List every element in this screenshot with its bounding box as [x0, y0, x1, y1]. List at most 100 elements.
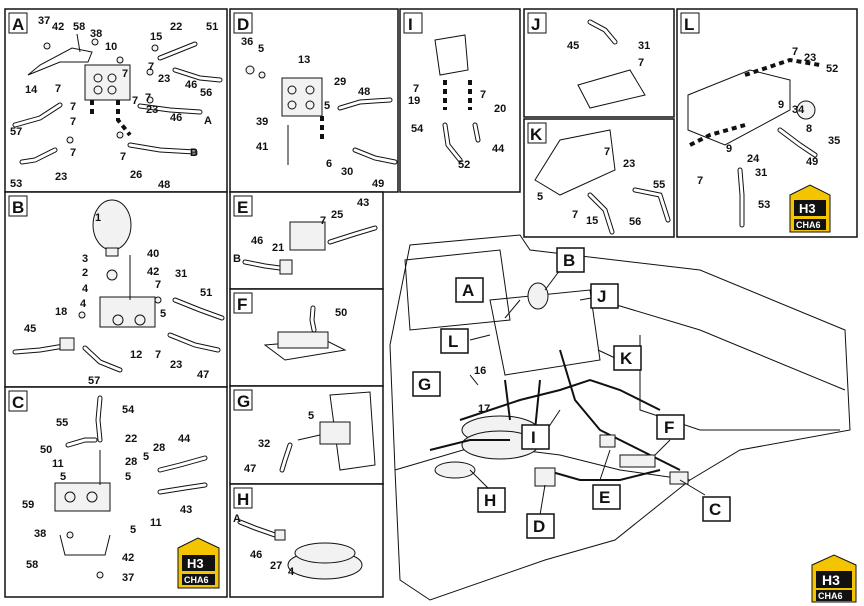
callout: 7 — [413, 83, 419, 95]
callout: 58 — [26, 559, 38, 571]
panel-a-letter: A — [12, 15, 24, 34]
overview-label: H — [484, 491, 496, 510]
callout: 5 — [308, 410, 314, 422]
panel-k-letter: K — [530, 125, 543, 144]
callout: 13 — [298, 54, 310, 66]
callout: 9 — [726, 143, 732, 155]
callout: 45 — [24, 323, 36, 335]
callout: A — [233, 513, 241, 525]
callout: 47 — [197, 369, 209, 381]
callout: 11 — [52, 458, 64, 470]
callout: 3 — [82, 253, 88, 265]
callout: 42 — [52, 21, 64, 33]
callout: 40 — [147, 248, 159, 260]
svg-text:H3: H3 — [799, 201, 816, 216]
callout: 7 — [697, 175, 703, 187]
callout: 31 — [755, 167, 767, 179]
callout: 38 — [90, 28, 102, 40]
callout: 7 — [120, 151, 126, 163]
callout: 23 — [55, 171, 67, 183]
callout: 14 — [25, 84, 38, 96]
callout: 5 — [258, 43, 264, 55]
panel-k: K 7 23 55 5 7 15 56 — [527, 122, 671, 235]
callout: 8 — [806, 123, 812, 135]
panel-g: G 5 32 47 — [233, 389, 376, 475]
panel-b: B 1 40 3 42 2 4 31 51 45 18 4 7 5 12 7 2… — [8, 195, 225, 387]
callout: 7 — [132, 95, 138, 107]
callout: 31 — [638, 40, 650, 52]
callout: 54 — [411, 123, 424, 135]
callout: 32 — [258, 438, 270, 450]
callout: 55 — [653, 179, 665, 191]
callout: 7 — [604, 146, 610, 158]
callout: 54 — [122, 404, 135, 416]
callout: 42 — [122, 552, 134, 564]
callout: 49 — [372, 178, 384, 190]
callout: 51 — [200, 287, 212, 299]
callout: 26 — [130, 169, 142, 181]
overview-label: D — [533, 517, 545, 536]
panel-h: H A 46 27 4 — [233, 487, 363, 580]
overview-label: L — [448, 332, 458, 351]
panel-a: A 37 42 58 38 10 15 22 51 14 7 7 7 7 23 … — [8, 12, 223, 191]
overview-label: 17 — [478, 403, 490, 415]
callout: 7 — [638, 57, 644, 69]
callout: 4 — [82, 283, 89, 295]
callout: 23 — [170, 359, 182, 371]
callout: 28 — [153, 442, 165, 454]
callout: 47 — [244, 463, 256, 475]
panel-i: I 7 7 19 20 54 44 52 — [403, 12, 506, 171]
panel-i-letter: I — [408, 15, 413, 34]
callout: 25 — [331, 209, 343, 221]
callout: 37 — [122, 572, 134, 584]
panel-c: C 54 55 50 22 11 28 28 44 5 5 5 59 43 5 … — [8, 390, 208, 584]
panel-g-letter: G — [237, 392, 250, 411]
callout: 22 — [125, 433, 137, 445]
callout: 59 — [22, 499, 34, 511]
svg-text:CHA6: CHA6 — [796, 220, 821, 230]
callout: 5 — [125, 471, 131, 483]
callout: 20 — [494, 103, 506, 115]
callout: 44 — [492, 143, 505, 155]
panel-b-letter: B — [12, 198, 24, 217]
callout: 43 — [180, 504, 192, 516]
callout: 5 — [143, 451, 149, 463]
callout: 9 — [778, 99, 784, 111]
callout: 34 — [792, 104, 805, 116]
callout: 37 — [38, 15, 50, 27]
callout: 7 — [148, 61, 154, 73]
callout: 35 — [828, 135, 840, 147]
overview-label: 16 — [474, 365, 486, 377]
svg-text:H3: H3 — [187, 556, 204, 571]
panel-e: E 43 25 7 46 21 B — [233, 195, 378, 275]
callout: 21 — [272, 242, 284, 254]
callout: 5 — [537, 191, 543, 203]
callout: 31 — [175, 268, 187, 280]
callout: 4 — [288, 566, 295, 578]
callout: 24 — [747, 153, 760, 165]
overview-labels: B A J L K G 16 17 I F H E C D — [412, 247, 731, 539]
callout: 1 — [95, 212, 101, 224]
overview-label: A — [462, 281, 474, 300]
callout: B — [190, 147, 198, 159]
callout: 5 — [60, 471, 66, 483]
callout: 7 — [155, 349, 161, 361]
panel-l: L 7 23 52 9 34 8 35 9 24 49 7 31 53 — [680, 12, 840, 228]
callout: 56 — [629, 216, 641, 228]
callout: 58 — [73, 21, 85, 33]
logo-small-l: H3 CHA6 — [789, 184, 831, 233]
callout: 7 — [320, 215, 326, 227]
panel-h-letter: H — [237, 490, 249, 509]
callout: 7 — [70, 116, 76, 128]
overview-label: E — [599, 488, 610, 507]
callout: 11 — [150, 517, 162, 529]
callout: 18 — [55, 306, 67, 318]
callout: 7 — [122, 68, 128, 80]
callout: 28 — [125, 456, 137, 468]
panel-d: D 36 5 13 5 29 48 39 41 6 30 49 — [233, 12, 398, 190]
svg-text:CHA6: CHA6 — [184, 575, 209, 585]
callout: 10 — [105, 41, 117, 53]
panel-e-letter: E — [237, 198, 248, 217]
svg-text:H3: H3 — [822, 572, 840, 588]
